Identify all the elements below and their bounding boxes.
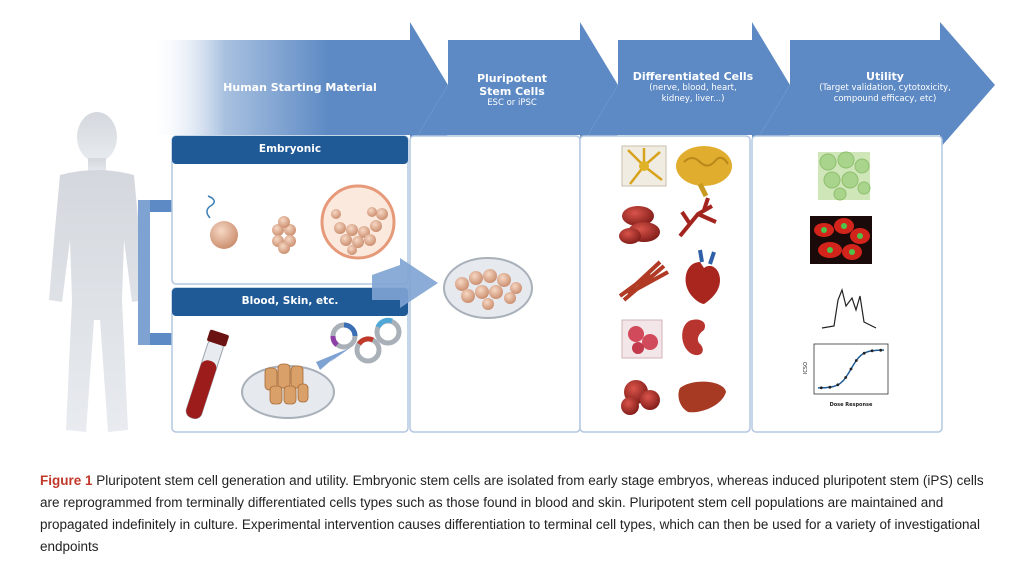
petri-dish-skin-icon bbox=[241, 363, 335, 419]
embryonic-title: Embryonic bbox=[258, 143, 322, 155]
blood-vessels-icon bbox=[678, 197, 717, 238]
human-silhouette-icon bbox=[49, 112, 145, 432]
dose-chart-xlabel: Dose Response bbox=[829, 402, 873, 408]
dose-point bbox=[849, 367, 853, 371]
header-pluripotent: Pluripotent Stem Cells ESC or iPSC bbox=[452, 72, 572, 109]
plasmid-arrow-icon bbox=[316, 348, 350, 370]
header-start-title: Human Starting Material bbox=[223, 81, 377, 94]
dose-point bbox=[828, 385, 832, 389]
kidney-icon bbox=[682, 319, 706, 356]
header-differentiated-title: Differentiated Cells bbox=[632, 70, 754, 83]
header-utility-subtitle-2: compound efficacy, etc) bbox=[833, 94, 937, 104]
dose-point bbox=[836, 383, 840, 387]
figure-caption: Figure 1 Pluripotent stem cell generatio… bbox=[40, 470, 990, 558]
trace-signal-icon bbox=[821, 288, 877, 329]
dose-point bbox=[819, 386, 823, 390]
dose-chart-ylabel: ICSO bbox=[803, 361, 810, 375]
header-pluripotent-subtitle: ESC or iPSC bbox=[487, 98, 537, 108]
brain-icon bbox=[676, 146, 732, 198]
caption-text: Pluripotent stem cell generation and uti… bbox=[40, 473, 984, 554]
arrow-to-pluripotent bbox=[372, 258, 438, 308]
blood-cells-icon bbox=[619, 206, 660, 244]
dose-point bbox=[879, 348, 883, 352]
header-arrow-start bbox=[150, 22, 448, 148]
header-arrow-utility bbox=[752, 22, 995, 148]
header-differentiated: Differentiated Cells (nerve, blood, hear… bbox=[618, 70, 768, 105]
header-utility-subtitle-1: (Target validation, cytotoxicity, bbox=[819, 83, 951, 93]
figure-label: Figure 1 bbox=[40, 473, 93, 488]
header-utility-title: Utility bbox=[866, 70, 904, 83]
liver-icon bbox=[678, 381, 726, 413]
differentiated-cells-icons bbox=[618, 145, 732, 415]
dose-point bbox=[870, 349, 874, 353]
dose-point bbox=[844, 376, 848, 379]
header-arrow-pluripotent bbox=[410, 22, 618, 148]
plasmid-rings-icon bbox=[330, 317, 402, 364]
neuron-icon bbox=[621, 145, 667, 187]
blood-skin-title: Blood, Skin, etc. bbox=[241, 295, 339, 307]
side-connector bbox=[138, 200, 150, 345]
embryo-cells-icon bbox=[206, 184, 396, 260]
header-differentiated-subtitle-1: (nerve, blood, heart, bbox=[649, 83, 737, 93]
kidney-cells-icon bbox=[621, 319, 663, 359]
cell-image-green-icon bbox=[818, 151, 871, 201]
utility-box bbox=[751, 135, 943, 433]
diagram bbox=[49, 22, 995, 433]
header-arrow-differentiated bbox=[580, 22, 790, 148]
header-differentiated-subtitle-2: kidney, liver...) bbox=[661, 94, 725, 104]
header-pluripotent-title-2: Stem Cells bbox=[479, 85, 545, 98]
blood-tube-icon bbox=[185, 329, 229, 420]
dose-point bbox=[862, 351, 866, 355]
heart-icon bbox=[685, 249, 720, 304]
muscle-cells-icon bbox=[618, 260, 669, 302]
header-utility: Utility (Target validation, cytotoxicity… bbox=[800, 70, 970, 105]
header-start: Human Starting Material bbox=[200, 81, 400, 94]
header-pluripotent-title-1: Pluripotent bbox=[476, 72, 548, 85]
dose-response-chart bbox=[813, 343, 889, 395]
liver-cells-icon bbox=[621, 380, 660, 415]
fluorescent-cells-icon bbox=[810, 216, 872, 264]
dose-point bbox=[854, 359, 858, 362]
pluripotent-dish-icon bbox=[443, 257, 533, 319]
